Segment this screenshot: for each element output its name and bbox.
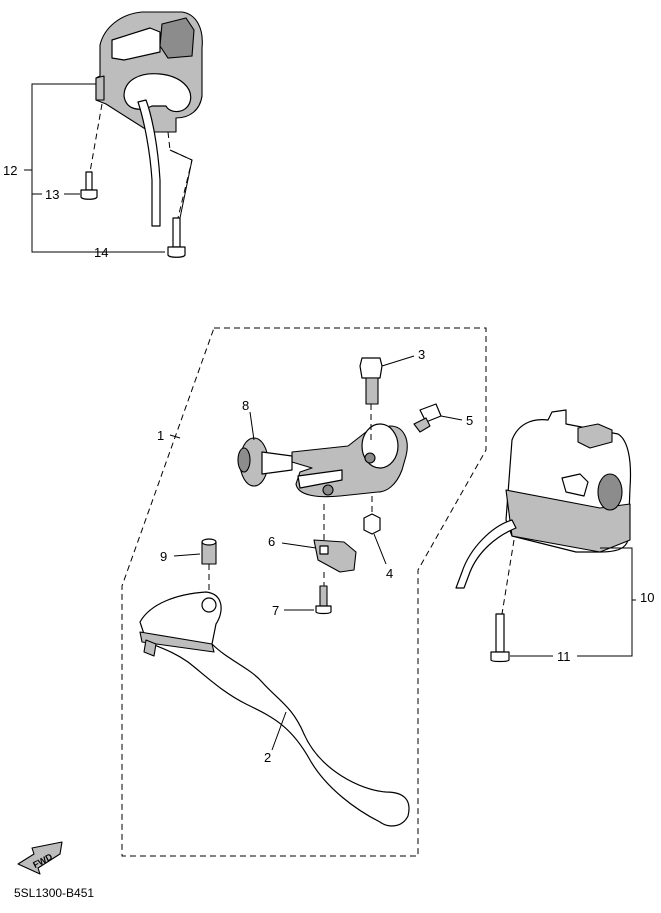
- callout-7: 7: [272, 603, 279, 618]
- screw-14: [167, 217, 186, 258]
- drawing-code: 5SL1300-B451: [14, 886, 94, 900]
- screw-7: [315, 585, 332, 615]
- screw-5: [413, 403, 442, 433]
- callout-11: 11: [557, 649, 571, 664]
- callout-6: 6: [268, 534, 275, 549]
- callout-8: 8: [242, 398, 249, 413]
- callout-3: 3: [418, 347, 425, 362]
- collar-9: [201, 538, 217, 565]
- callout-10: 10: [640, 590, 654, 605]
- callout-1: 1: [157, 428, 164, 443]
- fwd-arrow-icon: FWD: [17, 841, 63, 875]
- nut-4: [363, 513, 381, 535]
- callout-9: 9: [160, 549, 167, 564]
- brake-lever-2: [139, 591, 410, 827]
- left-handlebar-switch: [95, 11, 203, 227]
- screw-11: [490, 613, 510, 663]
- callout-12: 12: [3, 163, 17, 178]
- brake-switch-6: [313, 539, 357, 573]
- lever-holder-bracket: [291, 423, 408, 498]
- callout-5: 5: [466, 413, 473, 428]
- screw-13: [80, 171, 98, 200]
- callout-4: 4: [386, 566, 393, 581]
- adjuster-8: [237, 437, 293, 487]
- callout-2: 2: [264, 750, 271, 765]
- callout-13: 13: [45, 187, 59, 202]
- callout-14: 14: [94, 245, 108, 260]
- bolt-3: [359, 357, 383, 405]
- right-handlebar-switch: [455, 409, 632, 589]
